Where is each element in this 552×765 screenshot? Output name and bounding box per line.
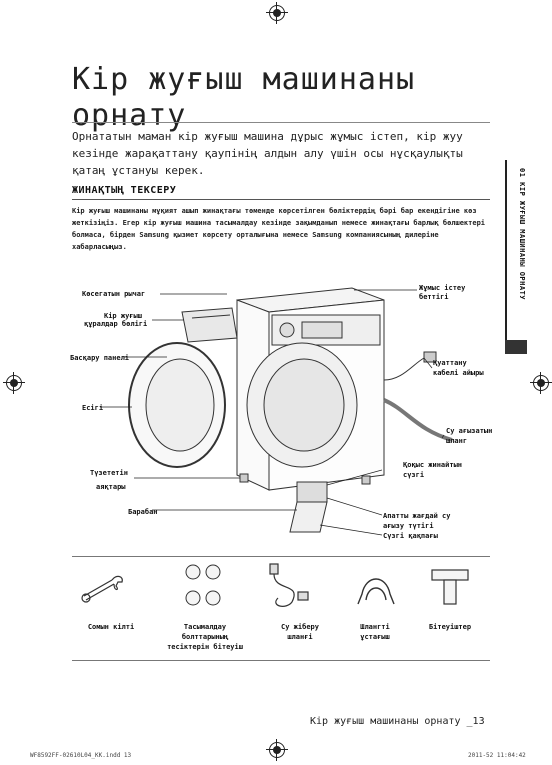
accessories-bottom-divider: [72, 660, 490, 661]
label-filter-cover: Сүзгі қақпағы: [383, 532, 438, 540]
section-paragraph: Кір жуғыш машинаны мұқият ашып жинақтағы…: [72, 207, 486, 251]
blanking-caps-icon: [431, 569, 469, 605]
label-pump-filter-1: Қоқыс жинайтын: [403, 461, 463, 469]
accessory-label-blanking-caps: Бітеуіштер: [428, 623, 472, 631]
accessory-label-water-hose: Су жіберу шланғі: [281, 623, 319, 641]
label-detergent-drawer-1: Кір жуғыш: [104, 312, 142, 320]
label-drain-hose-2: шланг: [446, 437, 468, 445]
accessory-label-bolt-caps: Тасымалдау болттарының тесіктерін бітеуі…: [167, 623, 243, 651]
accessories-top-divider: [72, 556, 490, 557]
bolt-hole-caps-icon: [185, 564, 221, 606]
label-worktop-2: беттігі: [419, 293, 449, 301]
section-heading: ЖИНАҚТЫҢ ТЕКСЕРУ: [72, 185, 177, 196]
hose-holder-icon: [357, 578, 395, 605]
print-slug-date: 2011-52 11:04:42: [468, 752, 526, 759]
registration-mark-left: [3, 372, 25, 394]
power-cord: [383, 357, 425, 381]
registration-mark-bottom: [266, 739, 288, 761]
label-drain-hose-1: Су ағызатын: [446, 427, 493, 435]
label-detergent-drawer-2: құралдар бөлігі: [84, 320, 148, 328]
label-adjustable-feet-2: аяқтары: [96, 483, 126, 491]
print-slug-file: WF8592FF-02610L04_KK.indd 13: [30, 752, 132, 759]
drain-hose: [383, 398, 453, 442]
page-footer: Кір жуғыш машинаны орнату _13: [310, 716, 485, 727]
label-lifting-handle: Көсегатын рычаг: [82, 290, 146, 298]
registration-mark-right: [530, 372, 552, 394]
filter-cover-shape: [296, 481, 328, 503]
label-drum: Барабан: [128, 508, 158, 516]
label-emergency-drain-2: ағызу түтігі: [383, 522, 434, 530]
accessory-label-hose-holder: Шлангті ұстағыш: [360, 623, 390, 641]
label-door: Есігі: [82, 404, 104, 412]
water-hose-icon: [269, 563, 309, 607]
label-control-panel: Басқару панелі: [70, 354, 130, 362]
intro-paragraph: Орнататын маман кір жуғыш машина дұрыс ж…: [72, 130, 463, 177]
display-shape: [301, 321, 343, 339]
page-title-line2: орнату: [72, 98, 187, 133]
page-title-line1: Кір жуғыш машинаны: [72, 62, 416, 97]
page-title: Кір жуғыш машинаны орнату: [72, 62, 415, 134]
chapter-tab-marker: [505, 340, 527, 354]
label-adjustable-feet-1: Түзететін: [90, 469, 128, 477]
washing-machine-diagram: [100, 287, 453, 536]
label-worktop-1: Жұмыс істеу: [419, 284, 466, 292]
detergent-drawer-shape: [181, 307, 238, 343]
drum-shape: [263, 358, 345, 452]
chapter-tab: [505, 160, 529, 352]
wrench-icon: [81, 575, 123, 603]
label-emergency-drain-1: Апатты жағдай су: [383, 512, 451, 520]
label-power-plug-1: Қуаттану: [433, 359, 467, 367]
chapter-tab-label: 01 КІР ЖУҒЫШ МАШИНАНЫ ОРНАТУ: [518, 168, 526, 301]
title-divider: [72, 122, 490, 123]
program-knob: [279, 322, 295, 338]
registration-mark-top: [266, 2, 288, 24]
label-pump-filter-2: сүзгі: [403, 471, 425, 479]
label-power-plug-2: кабелі айыры: [433, 369, 484, 377]
section-divider: [72, 199, 490, 200]
accessory-label-wrench: Сомын кілті: [87, 623, 135, 631]
